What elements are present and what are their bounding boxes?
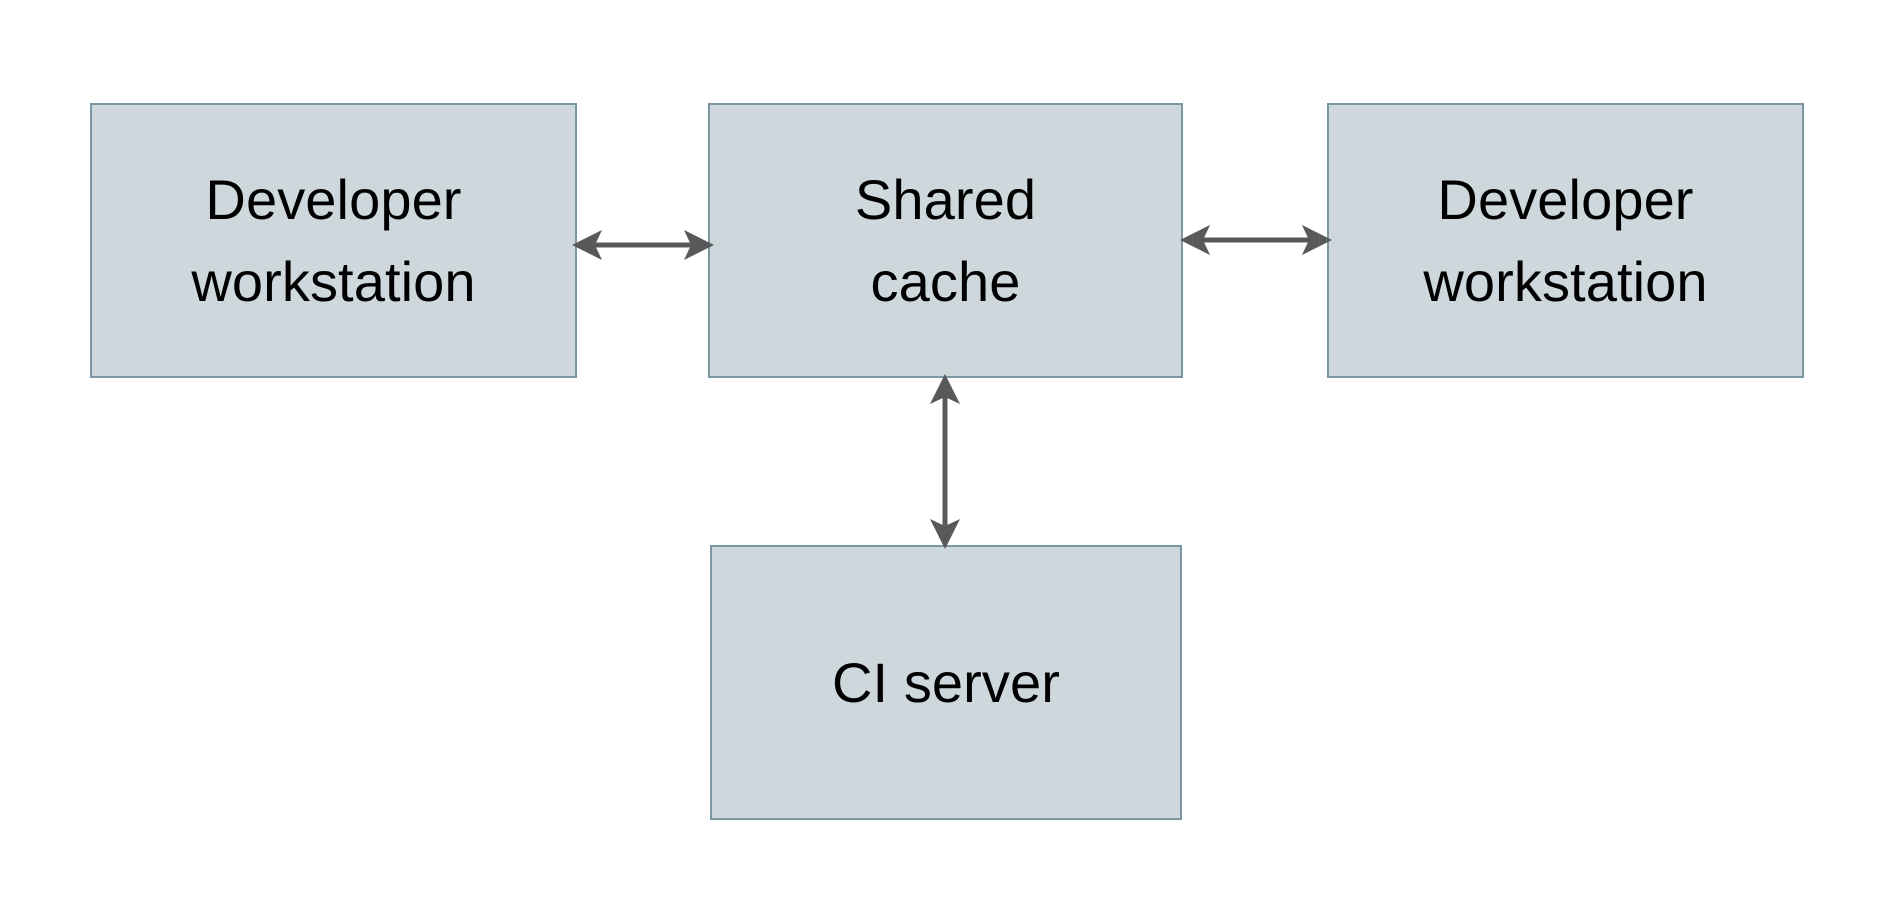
node-ci-server[interactable]: CI server (710, 545, 1182, 820)
node-developer-workstation-right[interactable]: Developer workstation (1327, 103, 1804, 378)
edge-shared-cache-to-ci-server[interactable] (915, 374, 975, 549)
node-label: CI server (831, 650, 1061, 714)
double-headed-arrow-icon (572, 230, 714, 260)
edge-developer-left-to-shared-cache[interactable] (572, 215, 714, 275)
node-label: Developer workstation (191, 168, 476, 313)
node-label: Developer workstation (1423, 168, 1708, 313)
edge-shared-cache-to-developer-right[interactable] (1180, 210, 1332, 270)
node-shared-cache[interactable]: Shared cache (708, 103, 1183, 378)
node-label: Shared cache (854, 168, 1037, 313)
double-headed-arrow-icon (930, 374, 960, 549)
node-developer-workstation-left[interactable]: Developer workstation (90, 103, 577, 378)
double-headed-arrow-icon (1180, 225, 1332, 255)
